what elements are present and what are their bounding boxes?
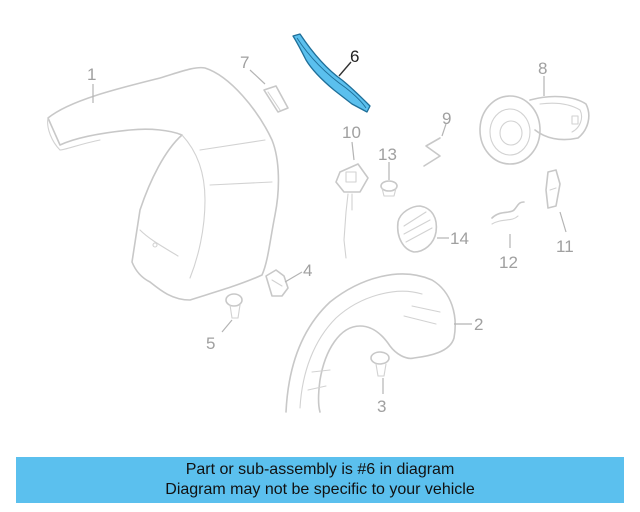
callout-8: 8 [538, 59, 547, 78]
info-banner: Part or sub-assembly is #6 in diagram Di… [16, 457, 624, 503]
leader-5 [221, 319, 233, 333]
part-8-fuel-door [479, 95, 590, 165]
leader-7 [249, 69, 266, 85]
callout-6: 6 [350, 47, 359, 66]
part-6-highlighted-strip [292, 33, 371, 113]
part-11-latch [545, 169, 561, 209]
leader-4 [284, 271, 303, 283]
banner-line-part: Part or sub-assembly is #6 in diagram [185, 461, 455, 478]
part-1-quarter-panel [47, 66, 280, 301]
callout-4: 4 [303, 261, 312, 280]
parts-diagram: 1 6 7 8 9 10 13 [47, 33, 590, 416]
callout-13: 13 [378, 145, 397, 164]
part-3-screw [370, 351, 390, 377]
callout-11: 11 [556, 237, 574, 256]
part-9-spring [423, 137, 441, 167]
leader-11 [559, 211, 567, 233]
part-7-bracket [263, 85, 289, 113]
callout-12: 12 [499, 253, 518, 272]
leader-9 [441, 123, 447, 137]
part-14-vent [396, 205, 438, 253]
callout-10: 10 [342, 123, 361, 142]
callout-3: 3 [377, 397, 386, 416]
leader-10 [351, 141, 355, 161]
callout-14: 14 [450, 229, 469, 248]
callout-2: 2 [474, 315, 483, 334]
leader-6 [338, 61, 352, 77]
part-13-grommet [380, 180, 398, 197]
callout-9: 9 [442, 109, 451, 128]
banner-line-disclaimer: Diagram may not be specific to your vehi… [165, 481, 475, 498]
part-10-actuator [335, 163, 369, 259]
part-5-fastener [225, 293, 243, 319]
part-12-hose [491, 201, 525, 225]
part-2-liner [285, 273, 456, 413]
callout-1: 1 [87, 65, 96, 84]
callout-7: 7 [240, 53, 249, 72]
callout-5: 5 [206, 334, 215, 353]
part-4-clip [265, 269, 289, 297]
